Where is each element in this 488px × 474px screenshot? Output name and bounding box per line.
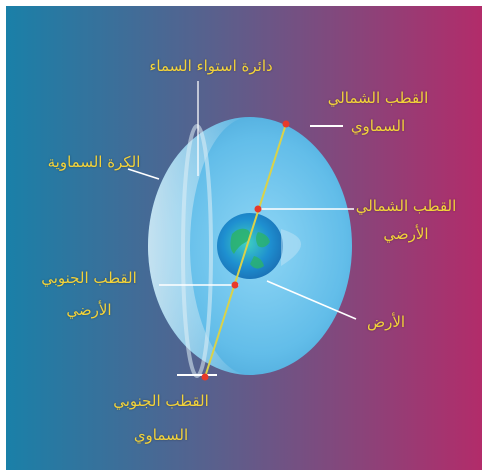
label-earth: الأرض: [366, 313, 406, 331]
diagram-canvas: دائرة استواء السماء القطب الشمالي السماو…: [6, 6, 482, 470]
celestial-sphere-leader: [127, 168, 160, 180]
rotation-axis: [204, 123, 287, 378]
label-celestial-south-pole: القطب الجنوبي السماوي: [113, 392, 209, 444]
label-earth-south-pole: القطب الجنوبي الأرضي: [41, 269, 137, 319]
label-celestial-equator: دائرة استواء السماء: [149, 57, 273, 75]
earth-globe: [217, 213, 301, 279]
celestial-south-pole-point: [201, 373, 209, 381]
earth-leader: [266, 280, 357, 320]
label-celestial-sphere: الكرة السماوية: [47, 153, 141, 171]
leader-lines: [127, 81, 357, 376]
earth-north-pole-point: [254, 205, 262, 213]
label-celestial-north-pole: القطب الشمالي السماوي: [327, 89, 429, 135]
celestial-north-pole-point: [282, 120, 290, 128]
celestial-sphere-diagram: [6, 6, 482, 470]
earth-south-pole-point: [231, 281, 239, 289]
label-earth-north-pole: القطب الشمالي الأرضي: [355, 197, 457, 243]
